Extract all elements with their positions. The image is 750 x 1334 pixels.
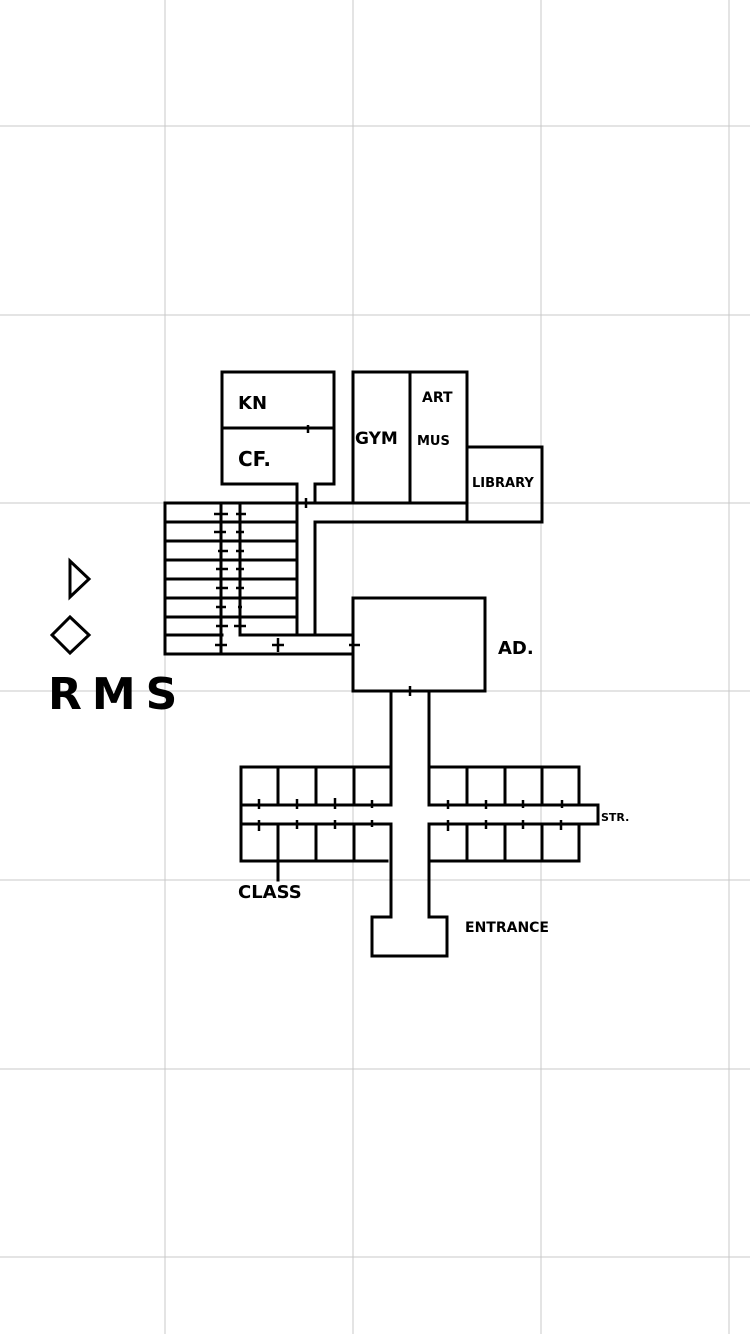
door-ticks bbox=[214, 512, 360, 652]
library-room bbox=[465, 445, 544, 524]
label-library: LIBRARY bbox=[472, 476, 534, 491]
label-admin: AD. bbox=[498, 638, 534, 659]
label-stairs: STR. bbox=[601, 811, 629, 824]
east-classrooms bbox=[427, 765, 600, 863]
kitchen-cafeteria-block bbox=[220, 370, 336, 486]
west-rooms-block bbox=[163, 501, 360, 656]
west-classrooms bbox=[239, 765, 393, 882]
label-music: MUS bbox=[417, 434, 450, 449]
label-class: CLASS bbox=[238, 882, 302, 903]
room-labels: KN CF. GYM ART MUS LIBRARY AD. CLASS STR… bbox=[48, 390, 629, 936]
diamond-icon bbox=[49, 614, 92, 656]
gym-art-block bbox=[351, 370, 469, 505]
label-gym: GYM bbox=[355, 429, 398, 449]
label-rms: RMS bbox=[48, 669, 187, 720]
admin-room bbox=[351, 596, 487, 693]
main-corridor-entrance bbox=[370, 689, 449, 958]
label-art: ART bbox=[422, 390, 453, 406]
label-kitchen: KN bbox=[238, 393, 267, 414]
label-cafeteria: CF. bbox=[238, 447, 271, 471]
label-entrance: ENTRANCE bbox=[465, 920, 549, 936]
door-symbol-icon bbox=[68, 557, 92, 601]
legend-symbols bbox=[49, 557, 92, 656]
